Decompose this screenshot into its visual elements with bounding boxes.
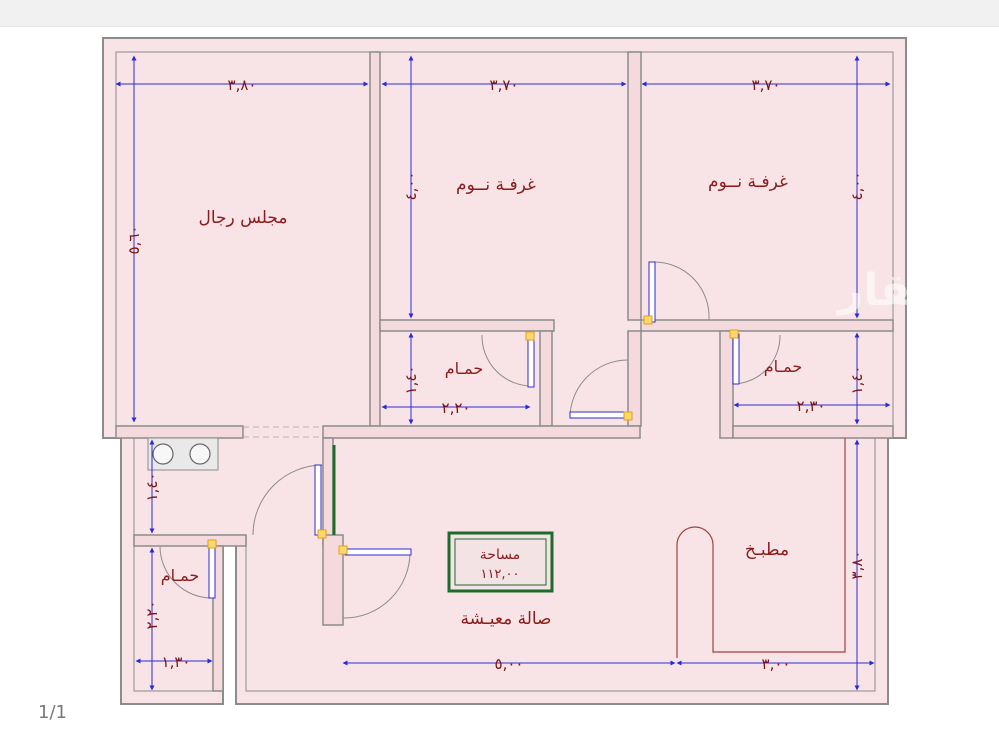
door-bed2 <box>643 261 710 325</box>
dim-bed1-width: ٣,٧٠ <box>490 76 519 94</box>
door-service <box>252 464 327 539</box>
dim-bath3-width: ١,٣٠ <box>162 653 191 671</box>
room-bath-1-label: حمـام <box>445 359 484 378</box>
dim-bed1-length: ٤,٠٠ <box>402 172 420 201</box>
wall-bath2-left <box>719 330 734 439</box>
dim-service-length: ١,٤٠ <box>143 473 161 502</box>
room-bedroom-2-label: غرفـة نــوم <box>708 172 788 192</box>
wall-bath3-right <box>212 545 224 692</box>
wall-majlis-bed1 <box>369 51 381 427</box>
interior-walls <box>115 51 894 692</box>
wall-living-top <box>322 425 641 439</box>
wall-bath1-right <box>539 330 553 427</box>
wall-bath2-bottom <box>732 425 894 439</box>
dimension-labels: ٣,٨٠ ٥,٦٠ ٣,٧٠ ٤,٠٠ ٣,٧٠ ٤,٠٠ ٢,٢٠ ١,٤٠ … <box>125 76 866 673</box>
dim-kitchen-length: ٣,٨٠ <box>848 551 866 580</box>
wall-bed2-bottom <box>640 319 894 332</box>
watermark-logo: عقار <box>838 265 944 316</box>
door-bath2 <box>729 329 781 385</box>
dimension-lines <box>115 55 891 691</box>
room-labels: مجلس رجال غرفـة نــوم غرفـة نــوم حمـام … <box>161 172 803 629</box>
majlis-opening <box>243 426 323 438</box>
kitchen-counter <box>676 438 846 658</box>
room-kitchen-label: مطبـخ <box>745 540 789 560</box>
dim-kitchen-width: ٣,٠٠ <box>762 655 791 673</box>
dim-bath1-width: ٢,٢٠ <box>442 399 471 417</box>
door-bath3 <box>159 539 217 599</box>
dim-bath3-length: ٢,٢٠ <box>143 601 161 630</box>
dim-bed2-length: ٤,٠٠ <box>848 172 866 201</box>
dim-bath2-width: ٢,٣٠ <box>797 397 826 415</box>
room-bath-2-label: حمـام <box>764 357 803 376</box>
dim-bath1-length: ١,٤٠ <box>402 366 420 395</box>
dim-bed2-width: ٣,٧٠ <box>752 76 781 94</box>
area-box-value: ١١٢,٠٠ <box>480 567 519 582</box>
wall-majlis-bottom <box>115 425 244 439</box>
dim-bath2-length: ١,٤٠ <box>848 366 866 395</box>
viewer-top-bar <box>0 0 999 27</box>
door-living <box>338 545 412 619</box>
dim-majlis-length: ٥,٦٠ <box>125 226 143 255</box>
room-bedroom-1-label: غرفـة نــوم <box>456 175 536 195</box>
room-living-label: صالة معيـشة <box>460 609 551 629</box>
stove-icon <box>147 437 219 471</box>
doors <box>159 261 781 619</box>
area-box: مساحة ١١٢,٠٠ <box>447 531 554 593</box>
dim-living-width: ٥,٠٠ <box>495 655 524 673</box>
door-corridor <box>569 359 633 421</box>
dim-majlis-width: ٣,٨٠ <box>228 76 257 94</box>
door-bath1 <box>481 331 535 388</box>
room-bath-3-label: حمـام <box>161 566 200 585</box>
room-majlis-label: مجلس رجال <box>198 208 287 228</box>
page-indicator: 1/1 <box>38 702 67 723</box>
wall-bed1-bottom <box>379 319 555 332</box>
wall-service-bottom <box>133 534 247 547</box>
area-box-label: مساحة <box>480 547 520 563</box>
wall-bed1-bed2 <box>627 51 642 321</box>
